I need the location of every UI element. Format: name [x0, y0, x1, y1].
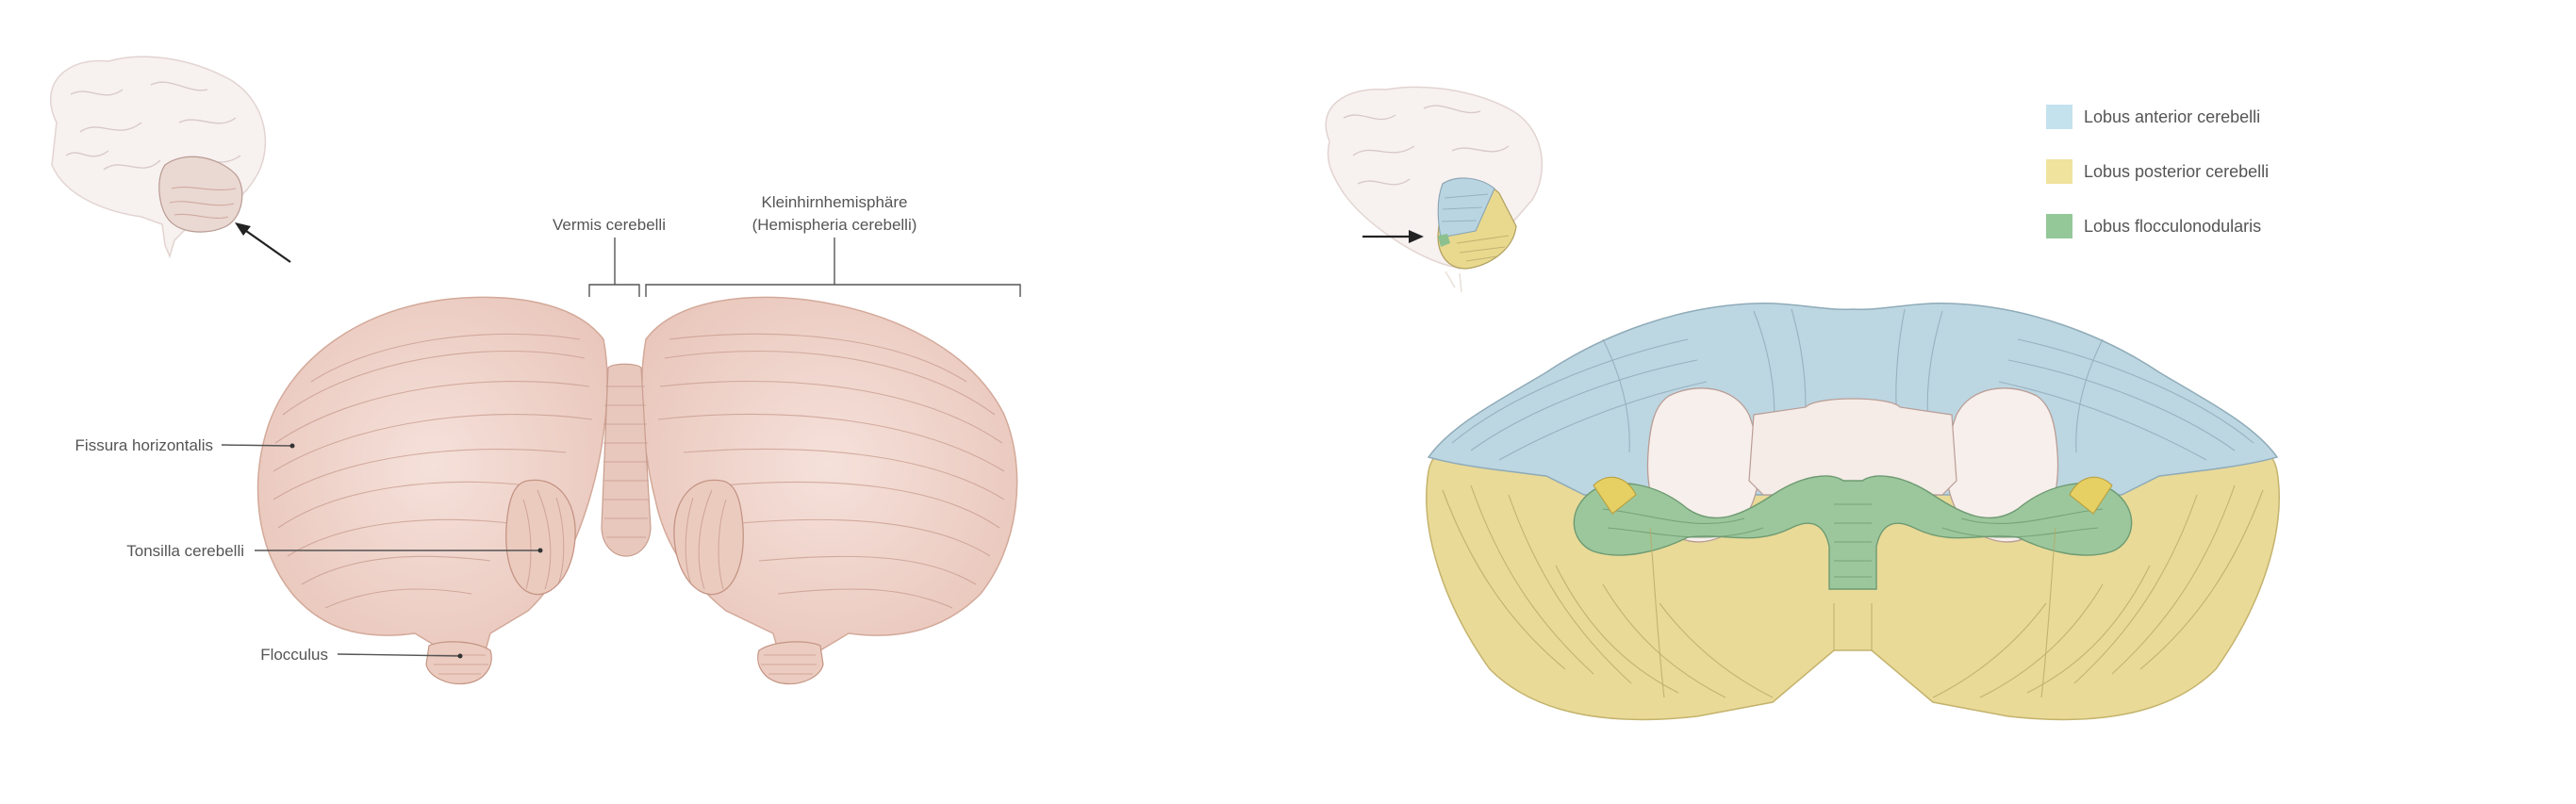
cut-surface-center [1748, 398, 1957, 496]
legend-item-flocculonodular: Lobus flocculonodularis [2046, 214, 2261, 238]
bracket-hemisphere [645, 238, 1021, 297]
right-hemisphere [640, 296, 1018, 672]
label-hemisphere-1: Kleinhirnhemisphäre [762, 193, 908, 211]
leader-flocculus [337, 653, 461, 657]
orientation-arrow-left [239, 225, 291, 263]
legend-item-posterior: Lobus posterior cerebelli [2046, 159, 2269, 184]
brain-orientation-icon-right [1325, 86, 1544, 293]
bracket-vermis [588, 238, 640, 297]
right-panel: Lobus anterior cerebelli Lobus posterior… [1325, 86, 2280, 721]
tonsilla-right [673, 479, 744, 596]
flocculus-left [425, 641, 492, 685]
flocculus-right [757, 641, 824, 685]
label-flocculus: Flocculus [260, 646, 328, 664]
legend-swatch-anterior [2046, 105, 2072, 129]
legend-swatch-posterior [2046, 159, 2072, 184]
legend: Lobus anterior cerebelli Lobus posterior… [2046, 105, 2269, 238]
tonsilla-left [505, 479, 576, 596]
label-vermis: Vermis cerebelli [553, 216, 666, 234]
legend-label-flocculonodular: Lobus flocculonodularis [2084, 217, 2261, 236]
left-panel: Vermis cerebelli Kleinhirnhemisphäre (He… [50, 56, 1021, 685]
label-hemisphere-2: (Hemispheria cerebelli) [752, 216, 917, 234]
label-tonsilla: Tonsilla cerebelli [126, 542, 244, 560]
cerebellum-posterior-view [256, 296, 1018, 685]
vermis [601, 363, 652, 557]
legend-item-anterior: Lobus anterior cerebelli [2046, 105, 2260, 129]
brain-orientation-icon-left [50, 56, 291, 263]
legend-label-posterior: Lobus posterior cerebelli [2084, 162, 2269, 181]
legend-label-anterior: Lobus anterior cerebelli [2084, 107, 2260, 126]
leader-fissura [221, 444, 293, 447]
legend-swatch-flocculonodular [2046, 214, 2072, 238]
label-fissura: Fissura horizontalis [75, 436, 213, 454]
cerebellum-anterior-view [1426, 302, 2280, 721]
